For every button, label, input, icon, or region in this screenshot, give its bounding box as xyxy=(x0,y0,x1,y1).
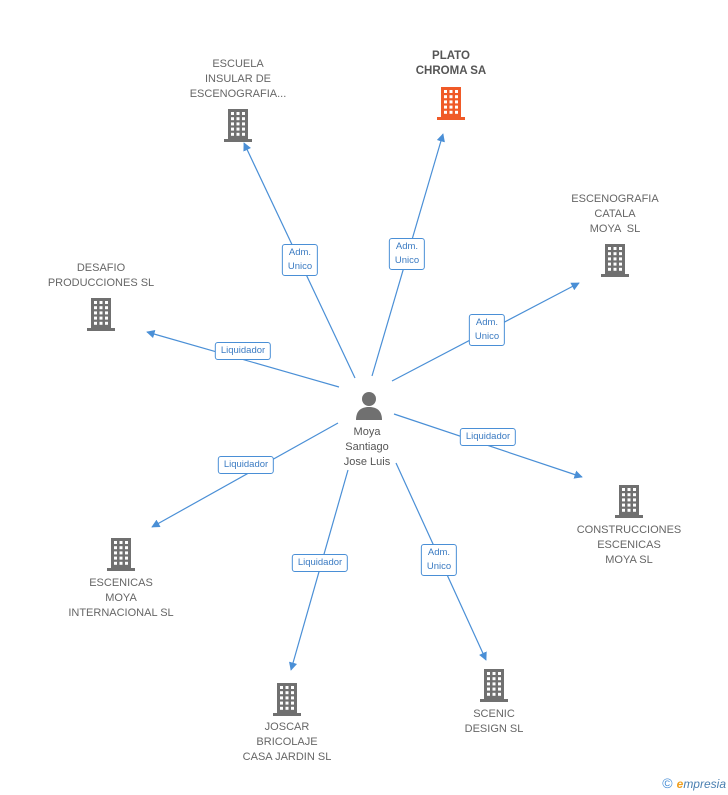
brand-initial: e xyxy=(676,777,684,791)
building-icon xyxy=(273,683,301,720)
company-label-scenic[interactable]: SCENIC DESIGN SL xyxy=(464,708,524,735)
person-icon xyxy=(356,392,382,420)
edge-label-joscar: Liquidador xyxy=(291,554,349,572)
company-node-scenic[interactable] xyxy=(480,668,508,707)
empresia-watermark: ©empresia xyxy=(662,775,726,791)
center-person[interactable] xyxy=(354,390,384,425)
company-node-escuela[interactable] xyxy=(224,108,252,147)
building-icon xyxy=(601,244,629,281)
building-icon xyxy=(87,298,115,335)
edge-label-desafio: Liquidador xyxy=(214,342,272,360)
company-node-construcciones[interactable] xyxy=(615,484,643,523)
company-node-catala[interactable] xyxy=(601,243,629,282)
copyright-icon: © xyxy=(662,775,673,791)
building-icon xyxy=(224,109,252,146)
edge-label-escuela: Adm. Unico xyxy=(281,244,319,276)
company-node-escenicas[interactable] xyxy=(107,537,135,576)
company-label-plato[interactable]: PLATO CHROMA SA xyxy=(415,50,487,77)
edge-to-escenicas xyxy=(151,422,339,528)
center-person-name[interactable]: Moya Santiago Jose Luis xyxy=(343,426,391,468)
company-label-catala[interactable]: ESCENOGRAFIA CATALA MOYA SL xyxy=(571,193,659,235)
company-node-plato[interactable] xyxy=(437,86,465,125)
company-label-desafio[interactable]: DESAFIO PRODUCCIONES SL xyxy=(47,262,155,289)
company-node-joscar[interactable] xyxy=(273,682,301,721)
company-label-escenicas[interactable]: ESCENICAS MOYA INTERNACIONAL SL xyxy=(68,577,174,619)
building-icon xyxy=(437,87,465,124)
building-icon xyxy=(480,669,508,706)
company-node-desafio[interactable] xyxy=(87,297,115,336)
edge-label-construcciones: Liquidador xyxy=(459,428,517,446)
brand-name: mpresia xyxy=(683,777,726,791)
edge-label-catala: Adm. Unico xyxy=(468,314,506,346)
building-icon xyxy=(615,485,643,522)
edge-label-scenic: Adm. Unico xyxy=(420,544,458,576)
building-icon xyxy=(107,538,135,575)
company-label-escuela[interactable]: ESCUELA INSULAR DE ESCENOGRAFIA... xyxy=(189,58,287,100)
edge-label-plato: Adm. Unico xyxy=(388,238,426,270)
edge-label-escenicas: Liquidador xyxy=(217,456,275,474)
company-label-joscar[interactable]: JOSCAR BRICOLAJE CASA JARDIN SL xyxy=(242,721,332,763)
company-label-construcciones[interactable]: CONSTRUCCIONES ESCENICAS MOYA SL xyxy=(576,524,682,566)
